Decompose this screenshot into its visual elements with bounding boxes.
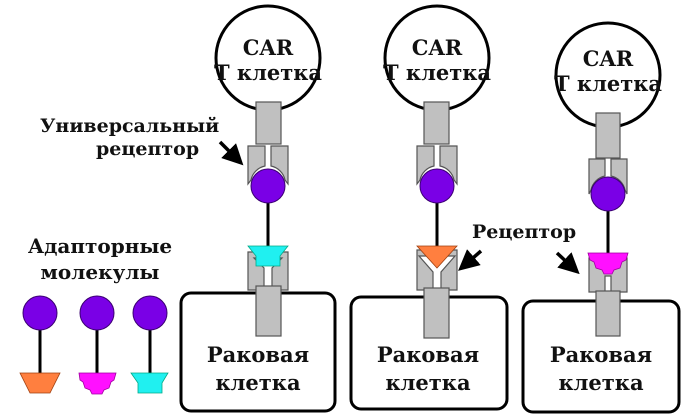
universal-receptor-socket [247,145,289,186]
adapter-orange [19,295,61,394]
receptor-stalk [255,101,282,145]
universal-receptor-label-1: Универсальный [40,115,219,137]
panel-cyan: CAR Т клетка Раковая клетка [179,4,337,413]
cancer-cell-label-1: Раковая [377,342,479,367]
magenta-adapter-tag [587,252,629,275]
adapter-label-2: молекулы [41,260,160,284]
adapter-head [132,295,168,331]
orange-adapter-tag [416,245,458,269]
adapter-cyan [130,295,169,394]
adapter-label-1: Адапторные [28,234,172,258]
orange-tag [19,372,61,394]
receptor-label: Рецептор [472,221,576,243]
cancer-cell-label-1: Раковая [550,342,652,367]
cyan-adapter-tag [247,245,289,267]
t-cell-label-2: Т клетка [554,71,662,96]
adapter-head [22,295,58,331]
t-cell-label-1: CAR [412,35,463,60]
adapter-head [419,168,455,204]
adapter-head [590,176,626,212]
universal-receptor-socket [416,145,458,186]
adapter-head [250,168,286,204]
adapter-head [79,295,115,331]
antigen-stalk [423,287,450,339]
arrow-icon [218,140,244,166]
t-cell-label-1: CAR [583,46,634,71]
t-cell-label-2: Т клетка [214,60,322,85]
arrow-icon [458,249,483,271]
cyan-tag [130,372,169,394]
antigen-stalk [595,290,621,337]
antigen-stalk [255,285,282,337]
t-cell-label-2: Т клетка [383,60,491,85]
cancer-cell-label-2: клетка [385,370,471,395]
magenta-tag [78,372,117,395]
receptor-stalk [423,101,450,145]
arrow-icon [555,251,580,275]
panel-magenta: CAR Т клетка Раковая клетка [521,21,681,414]
panel-orange: CAR Т клетка Раковая клетка [349,4,509,411]
cancer-cell-label-2: клетка [215,370,301,395]
cancer-cell-label-2: клетка [558,370,644,395]
cancer-cell-label-1: Раковая [207,342,309,367]
receptor-stalk [595,112,621,159]
adapter-magenta [78,295,117,395]
t-cell-label-1: CAR [243,35,294,60]
universal-receptor-label-2: рецептор [96,138,199,160]
